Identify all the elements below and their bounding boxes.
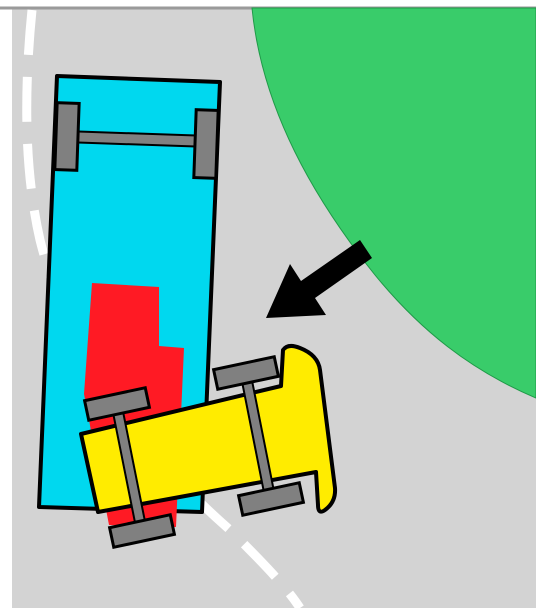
bus-wheel-left	[53, 101, 81, 172]
kart-body	[79, 343, 338, 514]
grass-area	[251, 7, 536, 399]
bus-wheel-right	[192, 108, 220, 180]
bus-axle-fill	[77, 132, 197, 146]
arrow-shape	[266, 240, 372, 318]
kart-wheel-rear-left	[82, 385, 152, 423]
kart-rear-axle-fill	[113, 406, 146, 533]
kart-wheel-front-right	[236, 480, 306, 518]
arrow-down-left-icon	[266, 240, 372, 318]
kart-vehicle	[79, 343, 338, 550]
kart-wheel-front-left	[211, 354, 281, 392]
kart-front-axle-fill	[242, 375, 274, 498]
kart-wheel-rear-right	[107, 512, 177, 550]
